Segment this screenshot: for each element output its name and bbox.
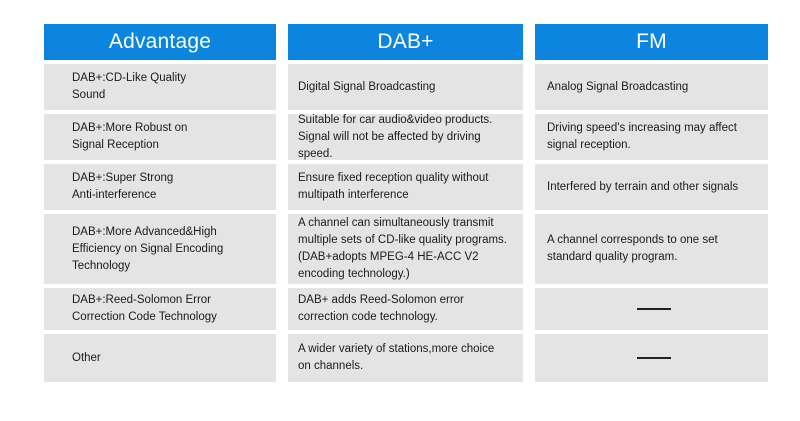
table-cell-advantage-1: DAB+:More Robust on Signal Reception — [44, 114, 276, 160]
cell-line: DAB+:CD-Like Quality — [72, 72, 187, 84]
cell-line: Digital Signal Broadcasting — [298, 80, 436, 93]
table-cell-fm-3: A channel corresponds to one set standar… — [535, 214, 768, 284]
table-cell-advantage-0: DAB+:CD-Like Quality Sound — [44, 64, 276, 110]
cell-line: A channel can simultaneously transmit — [298, 217, 494, 229]
cell-line: signal reception. — [547, 139, 631, 151]
table-cell-fm-0: Analog Signal Broadcasting — [535, 64, 768, 110]
em-dash-placeholder-icon — [636, 308, 671, 310]
table-cell-fm-2: Interfered by terrain and other signals — [535, 164, 768, 210]
cell-line: Other — [72, 351, 101, 364]
cell-line: standard quality program. — [547, 251, 678, 263]
cell-line: (DAB+adopts MPEG-4 HE-ACC V2 — [298, 251, 479, 263]
column-advantage: Advantage DAB+:CD-Like Quality Sound DAB… — [44, 24, 276, 382]
cell-line: Signal Reception — [72, 139, 159, 151]
cell-line: Technology — [72, 259, 131, 272]
table-cell-dab-plus-4: DAB+ adds Reed-Solomon error correction … — [288, 288, 523, 330]
cell-line: Correction Code Technology — [72, 311, 217, 323]
dab-fm-comparison-table: Advantage DAB+:CD-Like Quality Sound DAB… — [44, 24, 768, 382]
cell-line: Efficiency on Signal Encoding — [72, 242, 224, 255]
table-cell-advantage-4: DAB+:Reed-Solomon Error Correction Code … — [44, 288, 276, 330]
cell-line: DAB+ adds Reed-Solomon error — [298, 294, 464, 306]
column-fm: FM Analog Signal Broadcasting Driving sp… — [535, 24, 768, 382]
cell-line: encoding technology.) — [298, 268, 410, 280]
column-dab-plus: DAB+ Digital Signal Broadcasting Suitabl… — [288, 24, 523, 382]
cell-line: Analog Signal Broadcasting — [547, 80, 689, 93]
cell-line: A channel corresponds to one set — [547, 234, 718, 246]
cell-line: Ensure fixed reception quality without — [298, 172, 489, 184]
cell-line: DAB+:Reed-Solomon Error — [72, 294, 212, 306]
table-cell-dab-plus-1: Suitable for car audio&video products. S… — [288, 114, 523, 160]
table-cell-advantage-5: Other — [44, 334, 276, 382]
cell-line: on channels. — [298, 360, 364, 372]
table-cell-advantage-2: DAB+:Super Strong Anti-interference — [44, 164, 276, 210]
cell-line: DAB+:Super Strong — [72, 172, 174, 184]
table-cell-dab-plus-2: Ensure fixed reception quality without m… — [288, 164, 523, 210]
cell-line: correction code technology. — [298, 311, 438, 323]
cell-line: multiple sets of CD-like quality program… — [298, 234, 507, 246]
table-cell-advantage-3: DAB+:More Advanced&High Efficiency on Si… — [44, 214, 276, 284]
cell-line: Suitable for car audio&video products. — [298, 113, 493, 126]
table-cell-dab-plus-5: A wider variety of stations,more choice … — [288, 334, 523, 382]
cell-line: Interfered by terrain and other signals — [547, 180, 739, 193]
cell-line: Sound — [72, 89, 106, 101]
cell-line: Anti-interference — [72, 189, 157, 201]
em-dash-placeholder-icon — [636, 357, 671, 359]
cell-line: A wider variety of stations,more choice — [298, 343, 495, 355]
table-cell-dab-plus-0: Digital Signal Broadcasting — [288, 64, 523, 110]
cell-line: Signal will not be affected by driving — [298, 130, 481, 143]
table-cell-fm-1: Driving speed's increasing may affect si… — [535, 114, 768, 160]
cell-line: speed. — [298, 147, 333, 160]
column-header-dab-plus: DAB+ — [288, 24, 523, 60]
cell-line: Driving speed's increasing may affect — [547, 122, 737, 134]
table-cell-dab-plus-3: A channel can simultaneously transmit mu… — [288, 214, 523, 284]
cell-line: multipath interference — [298, 189, 409, 201]
column-header-fm: FM — [535, 24, 768, 60]
cell-line: DAB+:More Advanced&High — [72, 225, 217, 238]
column-header-advantage: Advantage — [44, 24, 276, 60]
cell-line: DAB+:More Robust on — [72, 122, 188, 134]
table-cell-fm-5 — [535, 334, 768, 382]
table-cell-fm-4 — [535, 288, 768, 330]
